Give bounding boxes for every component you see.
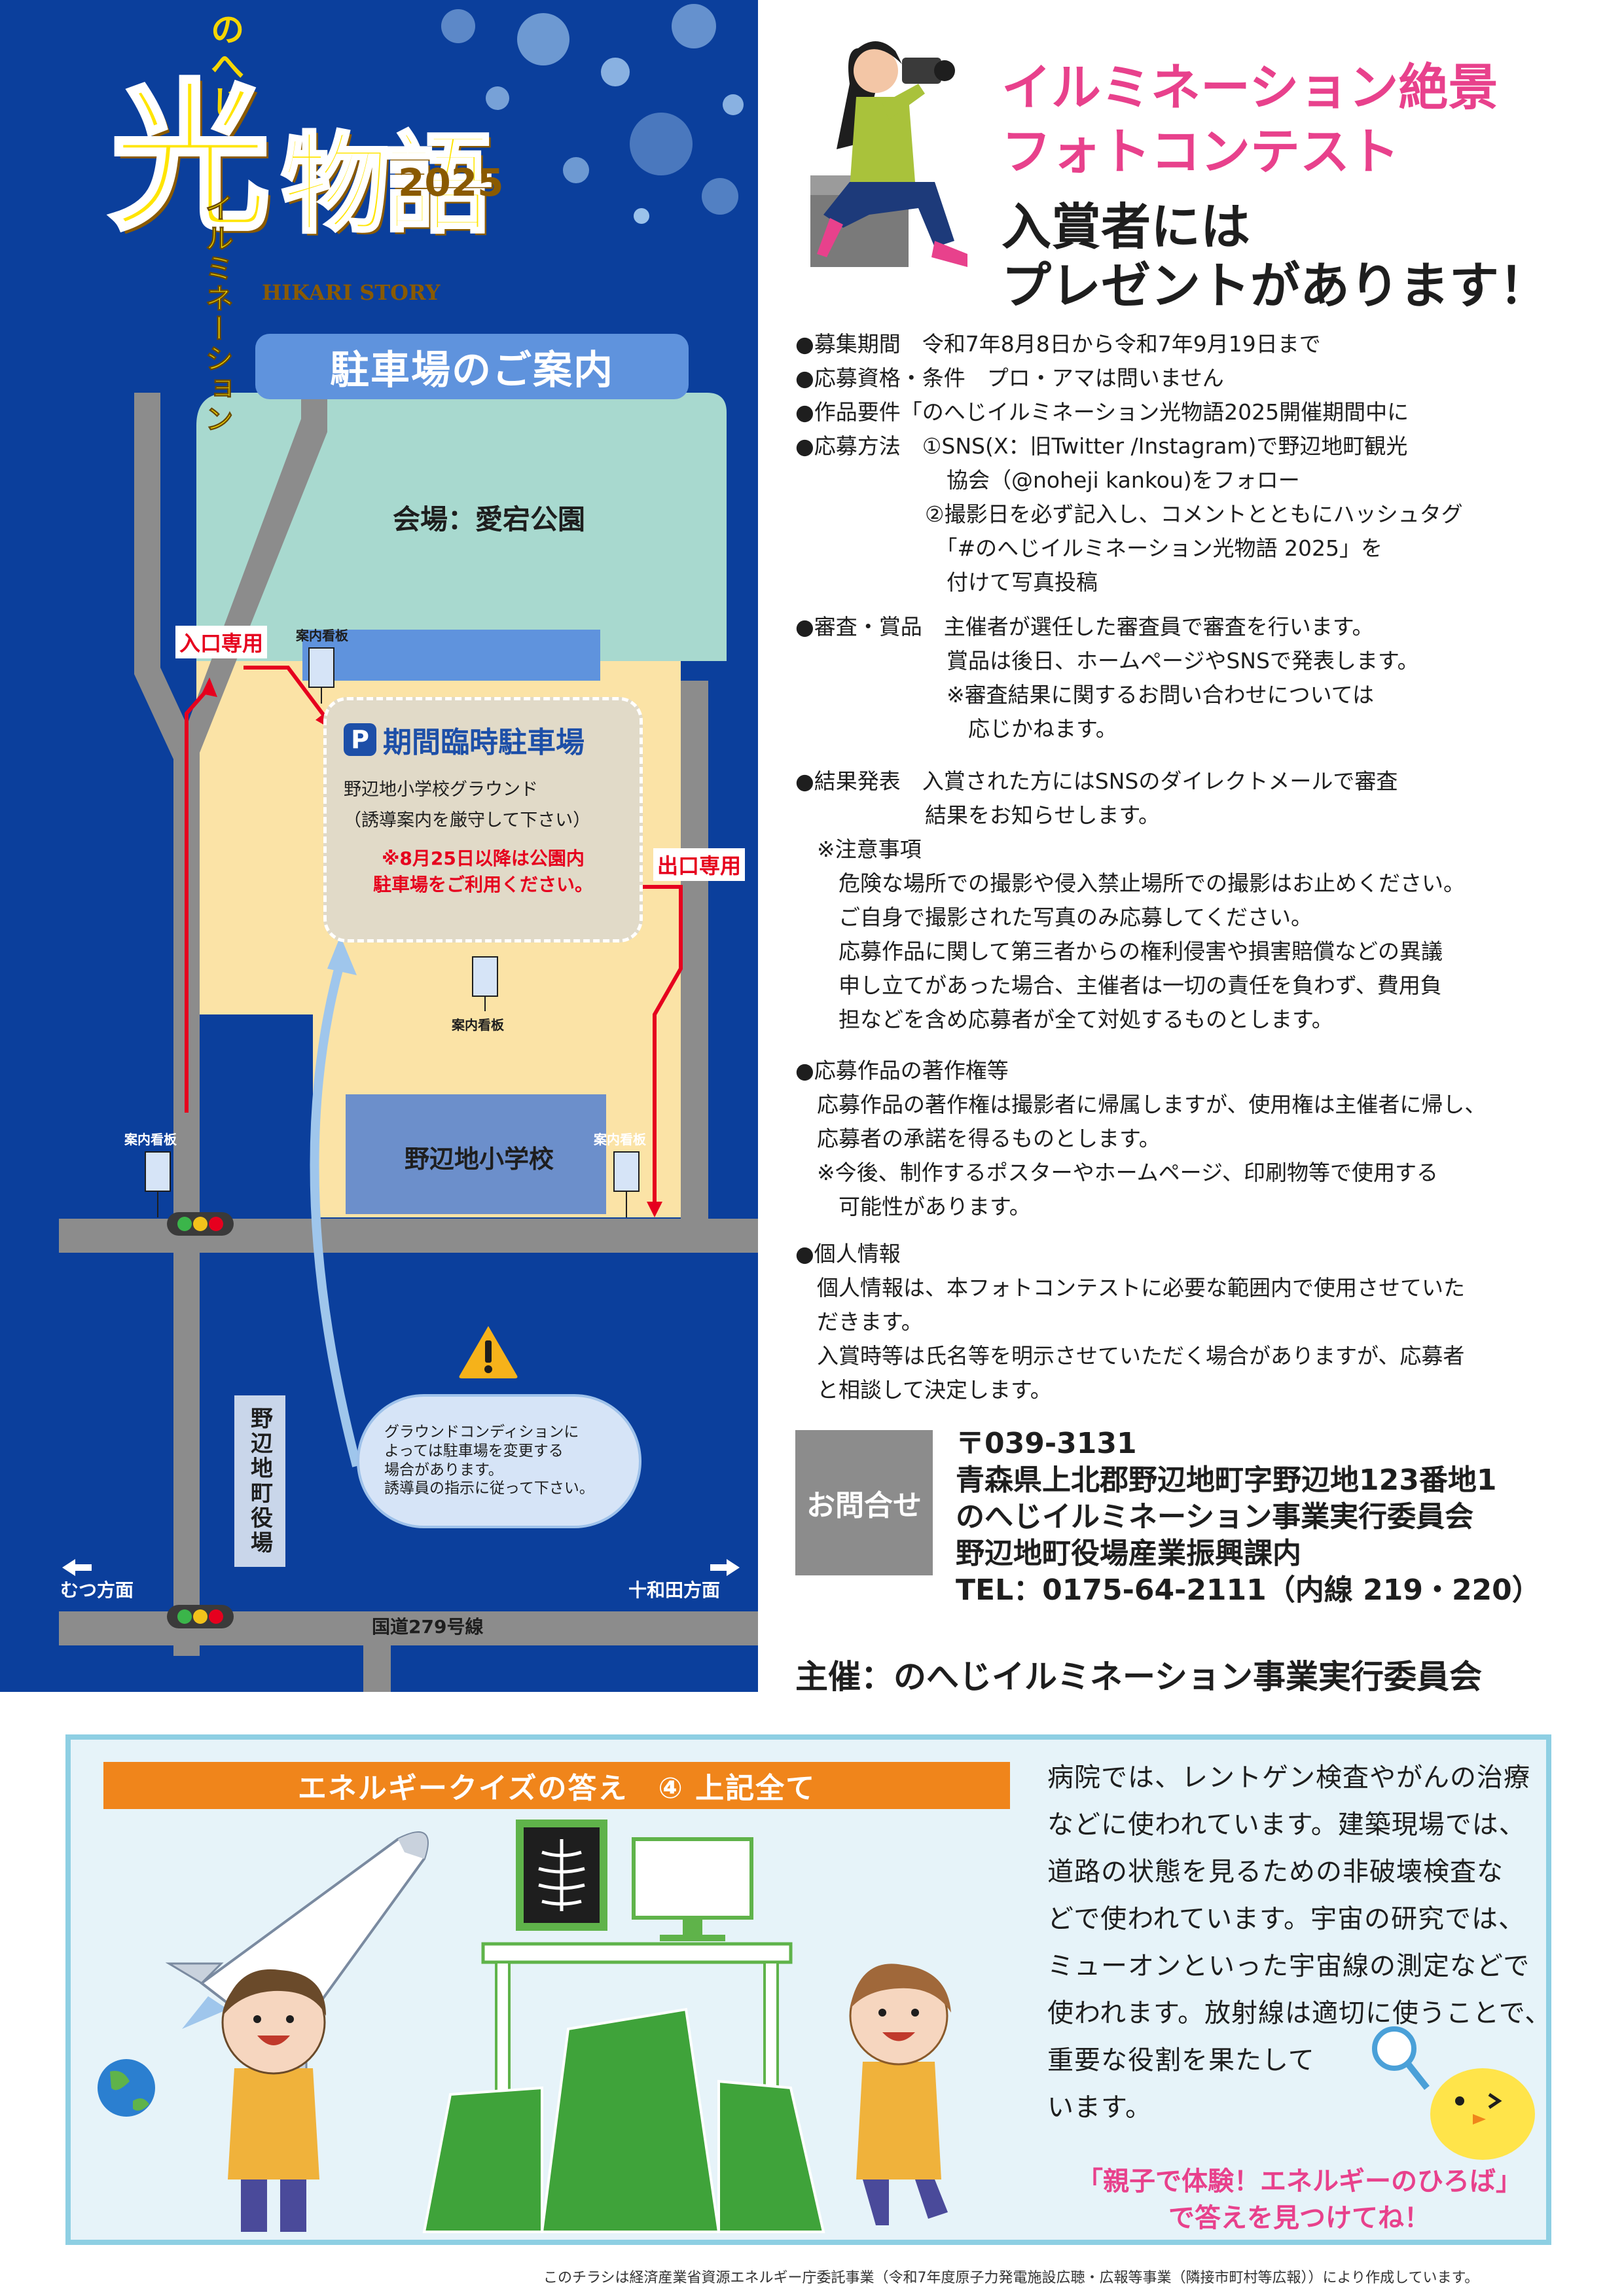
bokeh-lights [441, 4, 744, 224]
sign-label: 案内看板 [124, 1132, 177, 1147]
city-hall-label: 野辺地町役場 [234, 1395, 285, 1567]
school-label: 野辺地小学校 [405, 1145, 554, 1174]
temporary-parking-note: 駐車場をご利用ください。 [372, 874, 593, 895]
girl-icon [849, 1964, 951, 2225]
parking-map [59, 4, 758, 1692]
route-label: 国道279号線 [372, 1616, 484, 1638]
parking-icon: P [344, 723, 376, 756]
photographer-illustration [810, 41, 967, 267]
energy-quiz-explanation: 病院では、レントゲン検査やがんの治療 などに使われています。建築現場では、 道路… [1047, 1763, 1552, 2123]
temporary-parking-box: P 期間臨時駐車場 野辺地小学校グラウンド （誘導案内を厳守して下さい） ※8月… [323, 697, 643, 942]
sign-posts [145, 647, 640, 1217]
buildings-icon [422, 2007, 825, 2233]
traffic-light-bottom [167, 1605, 234, 1628]
chick-mascot-icon [1372, 2026, 1535, 2160]
sign-label: 案内看板 [296, 628, 348, 643]
contest-privacy: ●個人情報 個人情報は、本フォトコンテストに必要な範囲内で使用させていた だきま… [795, 1241, 1465, 1403]
sign-label: 案内看板 [452, 1017, 504, 1033]
temporary-parking-location: 野辺地小学校グラウンド [344, 780, 538, 800]
caution-bubble: グラウンドコンディションに よっては駐車場を変更する 場合があります。 誘導員の… [357, 1394, 641, 1528]
parking-map-panel: のへじ 光 物語 2025 イルミネーション HIKARI STORY 駐車場の… [0, 0, 758, 1692]
logo-noheji: のへじ [204, 12, 244, 122]
temporary-parking-heading: 期間臨時駐車場 [383, 726, 585, 759]
direction-arrows [62, 1559, 740, 1576]
contest-application-details: ●募集期間 令和7年8月8日から令和7年9月19日まで ●応募資格・条件 プロ・… [795, 331, 1463, 595]
logo-story: HIKARI STORY [262, 280, 441, 305]
organizer-line: 主催：のへじイルミネーション事業実行委員会 [795, 1658, 1482, 1696]
temporary-parking-title: P 期間臨時駐車場 [344, 719, 623, 761]
entry-only-label: 入口専用 [175, 626, 268, 658]
caution-text: グラウンドコンディションに よっては駐車場を変更する 場合があります。 誘導員の… [384, 1424, 594, 1498]
venue-label: 会場：愛宕公園 [393, 503, 586, 535]
direction-towada: 十和田方面 [628, 1579, 721, 1601]
direction-mutsu: むつ方面 [60, 1579, 134, 1601]
logo-year: 2025 [398, 160, 504, 205]
park-building [302, 630, 600, 681]
guide-arrow [310, 961, 361, 1467]
prize-headline: プレゼントがあります！ [1001, 257, 1549, 315]
footnote: このチラシは経済産業省資源エネルギー庁委託事業（令和7年度原子力発電施設広聴・広… [543, 2270, 1479, 2286]
traffic-light-top [167, 1212, 234, 1236]
school-building [346, 1094, 606, 1214]
contest-results-and-notes: ●結果発表 入賞された方にはSNSのダイレクトメールで審査 結果をお知らせします… [795, 768, 1465, 1032]
traffic-arrows [185, 666, 683, 1204]
contest-title: イルミネーション絶景 [1001, 58, 1498, 117]
quiz-illustration [98, 1820, 951, 2233]
boy-icon [221, 1969, 326, 2232]
xray-icon [516, 1820, 607, 1931]
exit-only-label: 出口専用 [653, 848, 746, 881]
contact-tag: お問合せ [795, 1430, 933, 1575]
logo-hikari: 光 [108, 65, 272, 252]
logo-illumination: イルミネーション [200, 193, 234, 435]
energy-plaza-cta: で答えを見つけてね！ [1168, 2203, 1430, 2233]
sign-label: 案内看板 [594, 1132, 646, 1147]
park-area [196, 393, 727, 661]
energy-plaza-cta: 「親子で体験！エネルギーのひろば」 [1077, 2166, 1522, 2197]
energy-quiz-header: エネルギークイズの答え ④ 上記全て [103, 1762, 1010, 1809]
parking-guide-title: 駐車場のご案内 [255, 334, 689, 399]
roads [59, 393, 758, 1692]
contest-title: フォトコンテスト [1001, 122, 1399, 181]
earth-icon [98, 2059, 155, 2117]
contest-judging: ●審査・賞品 主催者が選任した審査員で審査を行います。 賞品は後日、ホームページ… [795, 614, 1419, 742]
warning-icon [459, 1326, 518, 1378]
temporary-parking-note: ※8月25日以降は公園内 [382, 848, 585, 869]
prize-headline: 入賞者には [1001, 198, 1250, 256]
monitor-icon [632, 1837, 753, 1941]
contact-details: 〒039-3131 青森県上北郡野辺地町字野辺地123番地1 のへじイルミネーシ… [956, 1427, 1541, 1607]
temporary-parking-instruction: （誘導案内を厳守して下さい） [344, 810, 591, 831]
desk-icon [481, 1942, 793, 1964]
contest-copyright: ●応募作品の著作権等 応募作品の著作権は撮影者に帰属しますが、使用権は主催者に帰… [795, 1058, 1487, 1219]
logo-monogatari: 物語 [280, 122, 494, 247]
